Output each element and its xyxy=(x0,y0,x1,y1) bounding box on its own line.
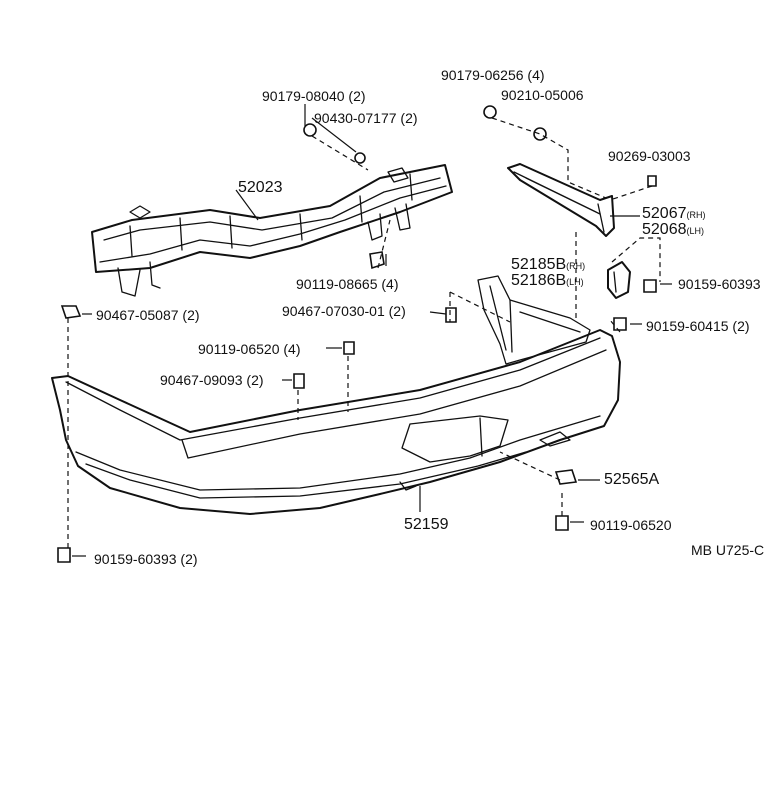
bolt-90119-06520-b-icon xyxy=(555,515,569,531)
bumper-support-52067-52068 xyxy=(507,163,615,237)
label-90159-60415: 90159-60415 (2) xyxy=(646,318,750,334)
leader-lines xyxy=(72,104,672,557)
bolt-90159-60393-bot-icon xyxy=(57,547,71,563)
washer-90210-05006-icon xyxy=(533,127,547,141)
label-90467-05087: 90467-05087 (2) xyxy=(96,307,200,323)
label-52159: 52159 xyxy=(404,516,449,533)
label-90179-06256: 90179-06256 (4) xyxy=(441,67,545,83)
diagram-code: MB U725-C xyxy=(691,542,765,558)
label-52185B-side: (RH) xyxy=(566,261,586,271)
bumper-reinforcement-52023 xyxy=(91,164,453,297)
label-52185B: 52185B(RH) xyxy=(511,257,585,274)
label-90119-06520-a: 90119-06520 (4) xyxy=(198,341,301,357)
label-90159-60393-bot: 90159-60393 (2) xyxy=(94,551,198,567)
label-52186B-number: 52186B xyxy=(511,272,567,289)
label-52068-side: (LH) xyxy=(686,226,705,236)
label-52186B: 52186B(LH) xyxy=(511,273,584,290)
label-90467-09093: 90467-09093 (2) xyxy=(160,372,264,388)
label-52565A: 52565A xyxy=(604,471,660,488)
bumper-cover-52159 xyxy=(51,275,621,515)
label-52068: 52068(LH) xyxy=(642,222,704,239)
label-52067-number: 52067 xyxy=(642,205,687,222)
clip-90467-09093-icon xyxy=(293,373,305,389)
label-52068-number: 52068 xyxy=(642,221,687,238)
fastener-icons xyxy=(57,105,657,563)
bolt-90159-60415-icon xyxy=(613,317,627,331)
label-90159-60393-top: 90159-60393 xyxy=(678,276,761,292)
label-52185B-number: 52185B xyxy=(511,256,567,273)
nut-90430-07177-icon xyxy=(354,152,366,164)
label-90119-08665: 90119-08665 (4) xyxy=(296,276,399,292)
assembly-lines xyxy=(67,117,661,550)
bolt-90119-06520-icon xyxy=(343,341,355,355)
label-52067: 52067(RH) xyxy=(642,206,706,223)
clip-90467-07030-icon xyxy=(445,307,457,323)
nut-90467-05087-icon xyxy=(60,305,82,319)
label-52023: 52023 xyxy=(238,179,283,196)
label-90467-07030-01: 90467-07030-01 (2) xyxy=(282,303,406,319)
label-90430-07177: 90430-07177 (2) xyxy=(314,110,418,126)
screw-90269-03003-icon xyxy=(647,175,657,187)
bolt-90119-08665-icon xyxy=(369,251,385,270)
label-52186B-side: (LH) xyxy=(566,277,584,287)
nut-90179-06256-icon xyxy=(483,105,497,119)
label-90210-05006: 90210-05006 xyxy=(501,87,584,103)
nut-90179-08040-icon xyxy=(303,123,317,137)
label-90119-06520-b: 90119-06520 xyxy=(590,517,672,533)
bolt-90159-60393-top-icon xyxy=(643,279,657,293)
label-90269-03003: 90269-03003 xyxy=(608,148,691,164)
label-90179-08040: 90179-08040 (2) xyxy=(262,88,366,104)
bracket-52185B-52186B xyxy=(607,261,631,299)
label-52067-side: (RH) xyxy=(686,210,706,220)
nut-52565A-icon xyxy=(554,469,578,485)
